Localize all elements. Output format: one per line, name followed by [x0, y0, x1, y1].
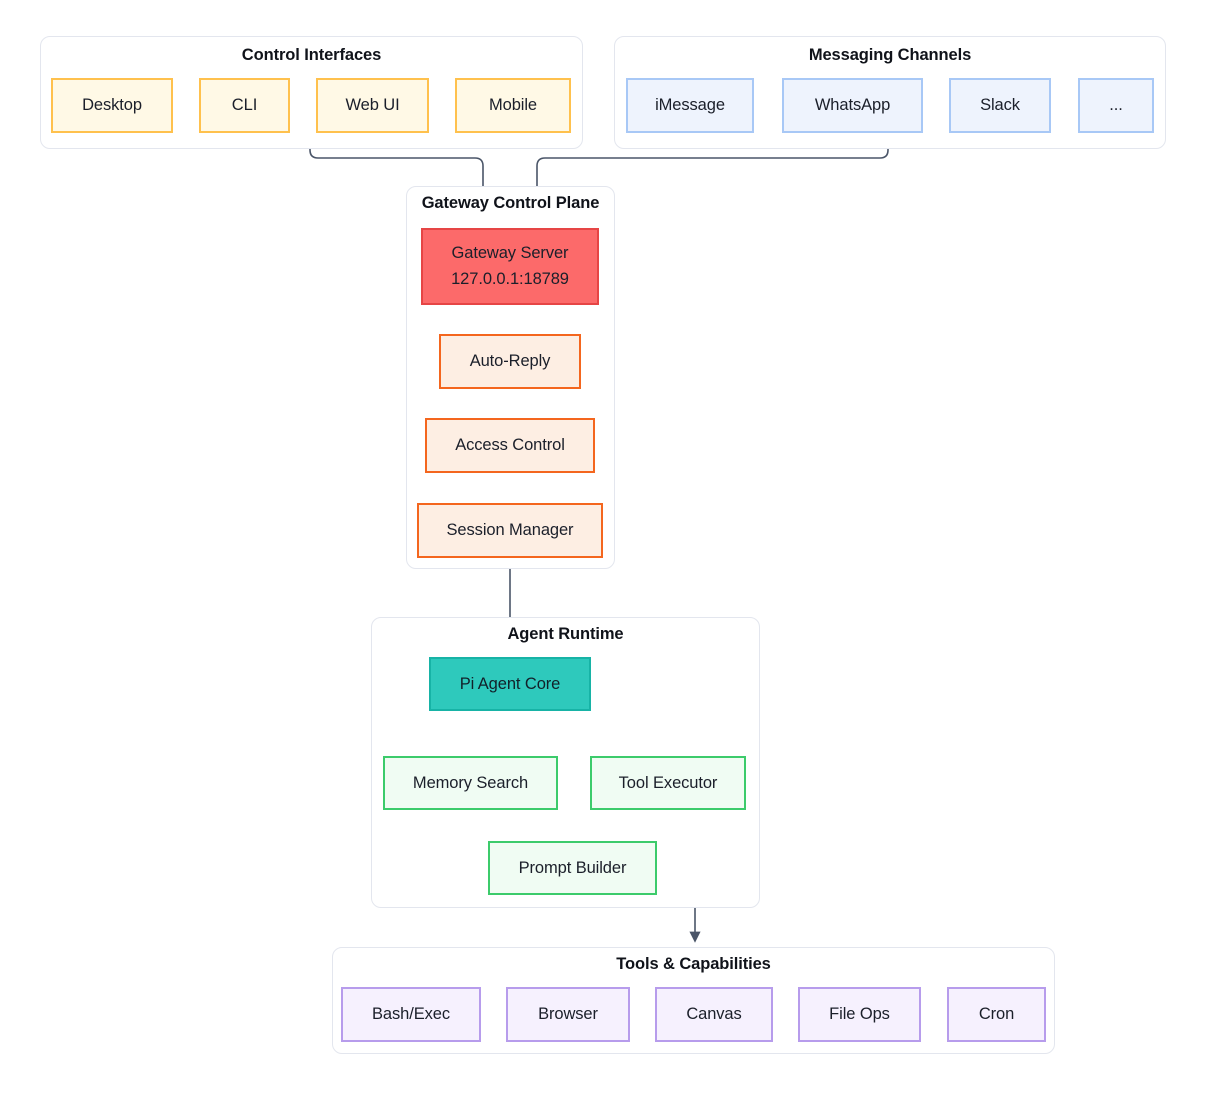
node-label-browser: Browser: [538, 1005, 598, 1024]
node-label-prompt-builder: Prompt Builder: [518, 858, 627, 877]
node-more-channels[interactable]: ...: [1078, 78, 1154, 133]
node-auto-reply[interactable]: Auto-Reply: [439, 334, 581, 389]
node-cron[interactable]: Cron: [947, 987, 1046, 1042]
node-label-web-ui: Web UI: [345, 96, 400, 115]
node-memory-search[interactable]: Memory Search: [383, 756, 558, 810]
group-title-control-interfaces: Control Interfaces: [241, 46, 382, 64]
node-label-memory-search: Memory Search: [412, 773, 529, 792]
node-label-slack: Slack: [980, 96, 1020, 115]
node-prompt-builder[interactable]: Prompt Builder: [488, 841, 657, 895]
node-session-manager[interactable]: Session Manager: [417, 503, 603, 558]
node-access-control[interactable]: Access Control: [425, 418, 595, 473]
group-title-agent-runtime: Agent Runtime: [507, 625, 624, 643]
node-browser[interactable]: Browser: [506, 987, 630, 1042]
node-web-ui[interactable]: Web UI: [316, 78, 429, 133]
node-tool-executor[interactable]: Tool Executor: [590, 756, 746, 810]
node-label-more-channels: ...: [1109, 96, 1123, 115]
node-label-file-ops: File Ops: [829, 1005, 890, 1024]
node-label-gateway-server-address: 127.0.0.1:18789: [451, 269, 569, 288]
node-label-desktop: Desktop: [82, 96, 142, 115]
node-imessage[interactable]: iMessage: [626, 78, 754, 133]
group-title-messaging-channels: Messaging Channels: [808, 46, 972, 64]
node-desktop[interactable]: Desktop: [51, 78, 173, 133]
node-whatsapp[interactable]: WhatsApp: [782, 78, 923, 133]
group-title-tools-capabilities: Tools & Capabilities: [616, 955, 771, 973]
node-label-auto-reply: Auto-Reply: [469, 352, 551, 371]
node-label-canvas: Canvas: [686, 1005, 742, 1024]
group-title-gateway-control-plane: Gateway Control Plane: [421, 194, 600, 212]
node-label-whatsapp: WhatsApp: [814, 96, 891, 115]
node-label-cli: CLI: [231, 96, 258, 115]
node-label-tool-executor: Tool Executor: [618, 773, 718, 792]
node-label-imessage: iMessage: [655, 96, 725, 115]
node-label-mobile: Mobile: [488, 96, 537, 115]
node-canvas[interactable]: Canvas: [655, 987, 773, 1042]
node-label-bash-exec: Bash/Exec: [372, 1005, 450, 1024]
node-cli[interactable]: CLI: [199, 78, 290, 133]
node-label-access-control: Access Control: [455, 436, 565, 455]
node-label-session-manager: Session Manager: [446, 521, 574, 540]
node-gateway-server[interactable]: Gateway Server 127.0.0.1:18789: [421, 228, 599, 305]
node-label-gateway-server: Gateway Server: [451, 244, 569, 263]
node-label-pi-agent-core: Pi Agent Core: [459, 674, 561, 693]
node-bash-exec[interactable]: Bash/Exec: [341, 987, 481, 1042]
node-label-cron: Cron: [978, 1005, 1015, 1024]
node-mobile[interactable]: Mobile: [455, 78, 571, 133]
node-pi-agent-core[interactable]: Pi Agent Core: [429, 657, 591, 711]
node-slack[interactable]: Slack: [949, 78, 1051, 133]
node-file-ops[interactable]: File Ops: [798, 987, 921, 1042]
